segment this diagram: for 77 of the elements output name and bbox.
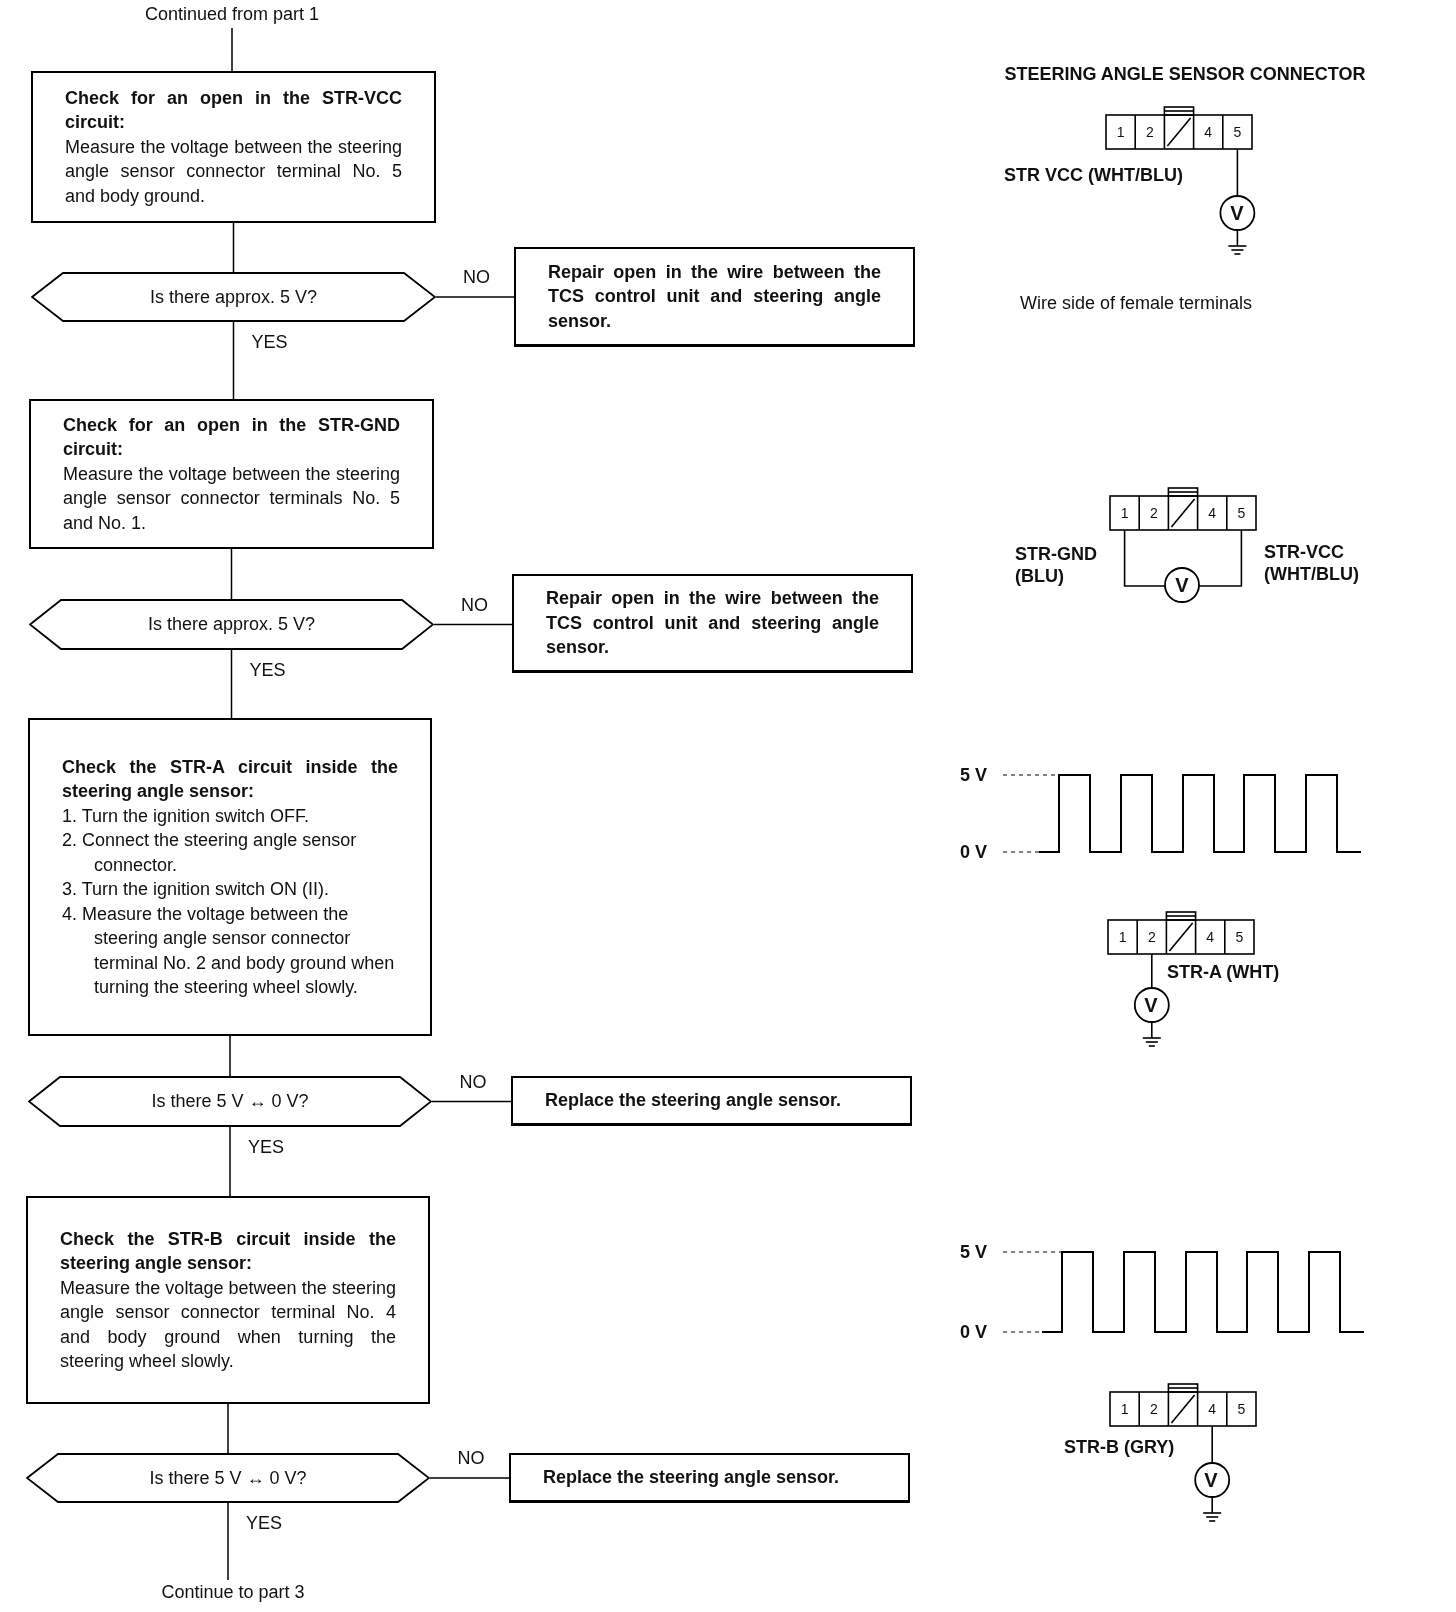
decision-hexagon [26, 1453, 430, 1503]
step-item: 4. Measure the voltage between the steering angle sensor connector terminal No. 2 and body ground when turning the steering wheel slowly. [62, 902, 396, 999]
step-text: Measure the voltage between the steering angle sensor connector terminals No. 5 and No. 1. [63, 462, 400, 535]
step-heading: Check the STR-B circuit inside the steering angle sensor: [60, 1227, 396, 1275]
process-box [26, 1196, 430, 1404]
pin-number: 1 [1120, 1401, 1129, 1417]
decision-hexagon [31, 272, 436, 322]
connector-line [232, 321, 235, 400]
step-heading: Check for an open in the STR-VCC circuit: [65, 86, 402, 135]
diagram-label: STEERING ANGLE SENSOR CONNECTOR [1004, 63, 1366, 85]
diagram-label: 5 V [960, 1241, 988, 1263]
pin-number: 1 [1118, 929, 1127, 945]
connector-line [229, 1035, 231, 1077]
pin-number: 1 [1120, 505, 1129, 521]
pin-number: 5 [1237, 1401, 1246, 1417]
connector-line [230, 548, 233, 600]
pin-number: 5 [1237, 505, 1246, 521]
pin-number: 4 [1204, 124, 1213, 140]
question-text: Is there approx. 5 V? [147, 613, 316, 636]
diagram-label: 5 V [960, 764, 988, 786]
connector-line [232, 222, 235, 273]
process-box [28, 718, 432, 1036]
voltmeter-label: V [1230, 202, 1244, 224]
action-box [512, 574, 913, 673]
connector-line [231, 27, 233, 72]
question-text: Is there 5 V ↔ 0 V? [151, 1090, 309, 1113]
process-box [29, 399, 434, 549]
pin-number: 2 [1145, 124, 1154, 140]
diagram-label: STR-B (GRY) [1064, 1436, 1175, 1458]
diagram-label: 0 V [960, 841, 988, 863]
diagram-label: STR-A (WHT) [1167, 961, 1280, 983]
voltmeter-label: V [1204, 1469, 1218, 1491]
voltmeter-label: V [1144, 994, 1158, 1016]
decision-hexagon [28, 1076, 432, 1127]
pin-number: 4 [1208, 1401, 1217, 1417]
question-text: Is there approx. 5 V? [149, 285, 318, 309]
connector-line [431, 1100, 512, 1103]
connector-line [227, 1403, 229, 1454]
connector-line [433, 623, 513, 626]
pin-number: 2 [1149, 505, 1158, 521]
step-text: Repair open in the wire between the TCS control unit and steering angle sensor. [548, 260, 881, 333]
decision-hexagon [29, 599, 434, 650]
connector-line [227, 1502, 229, 1581]
connector-line [429, 1477, 510, 1479]
pin-number: 2 [1147, 929, 1156, 945]
connector-line [229, 1126, 231, 1197]
diagram-label: Wire side of female terminals [1020, 292, 1253, 314]
flow-terminal-text: Continued from part 1 [132, 2, 332, 28]
diagram-label: STR-GND (BLU) [1015, 543, 1098, 587]
pin-number: 5 [1233, 124, 1242, 140]
voltmeter-label: V [1175, 574, 1189, 596]
step-text: Replace the steering angle sensor. [545, 1089, 843, 1113]
diagram-label: STR-VCC (WHT/BLU) [1264, 541, 1360, 585]
step-text: Measure the voltage between the steering angle sensor connector terminal No. 4 and body ground when turning the steering wheel slowly. [60, 1276, 396, 1373]
pin-number: 2 [1149, 1401, 1158, 1417]
pin-number: 5 [1235, 929, 1244, 945]
flow-terminal-text: Continue to part 3 [133, 1580, 333, 1606]
pin-number: 1 [1116, 124, 1125, 140]
diagram-label: 0 V [960, 1321, 988, 1343]
pin-number: 4 [1208, 505, 1217, 521]
step-text: Measure the voltage between the steering angle sensor connector terminal No. 5 and body ground. [65, 135, 402, 208]
pin-number: 4 [1206, 929, 1215, 945]
action-box [511, 1076, 912, 1126]
diagram-label: STR VCC (WHT/BLU) [1004, 164, 1183, 186]
step-heading: Check the STR-A circuit inside the steering angle sensor: [62, 755, 398, 803]
step-heading: Check for an open in the STR-GND circuit: [63, 413, 400, 462]
connector-line [435, 296, 515, 298]
step-item: 3. Turn the ignition switch ON (II). [62, 878, 331, 901]
step-text: Replace the steering angle sensor. [543, 1466, 841, 1490]
step-item: 1. Turn the ignition switch OFF. [62, 804, 311, 828]
action-box [514, 247, 915, 347]
question-text: Is there 5 V ↔ 0 V? [149, 1466, 307, 1490]
step-item: 2. Connect the steering angle sensor connector. [62, 829, 358, 877]
process-box [31, 71, 436, 223]
step-text: Repair open in the wire between the TCS control unit and steering angle sensor. [546, 587, 879, 660]
connector-line [230, 649, 233, 719]
action-box [509, 1453, 910, 1503]
